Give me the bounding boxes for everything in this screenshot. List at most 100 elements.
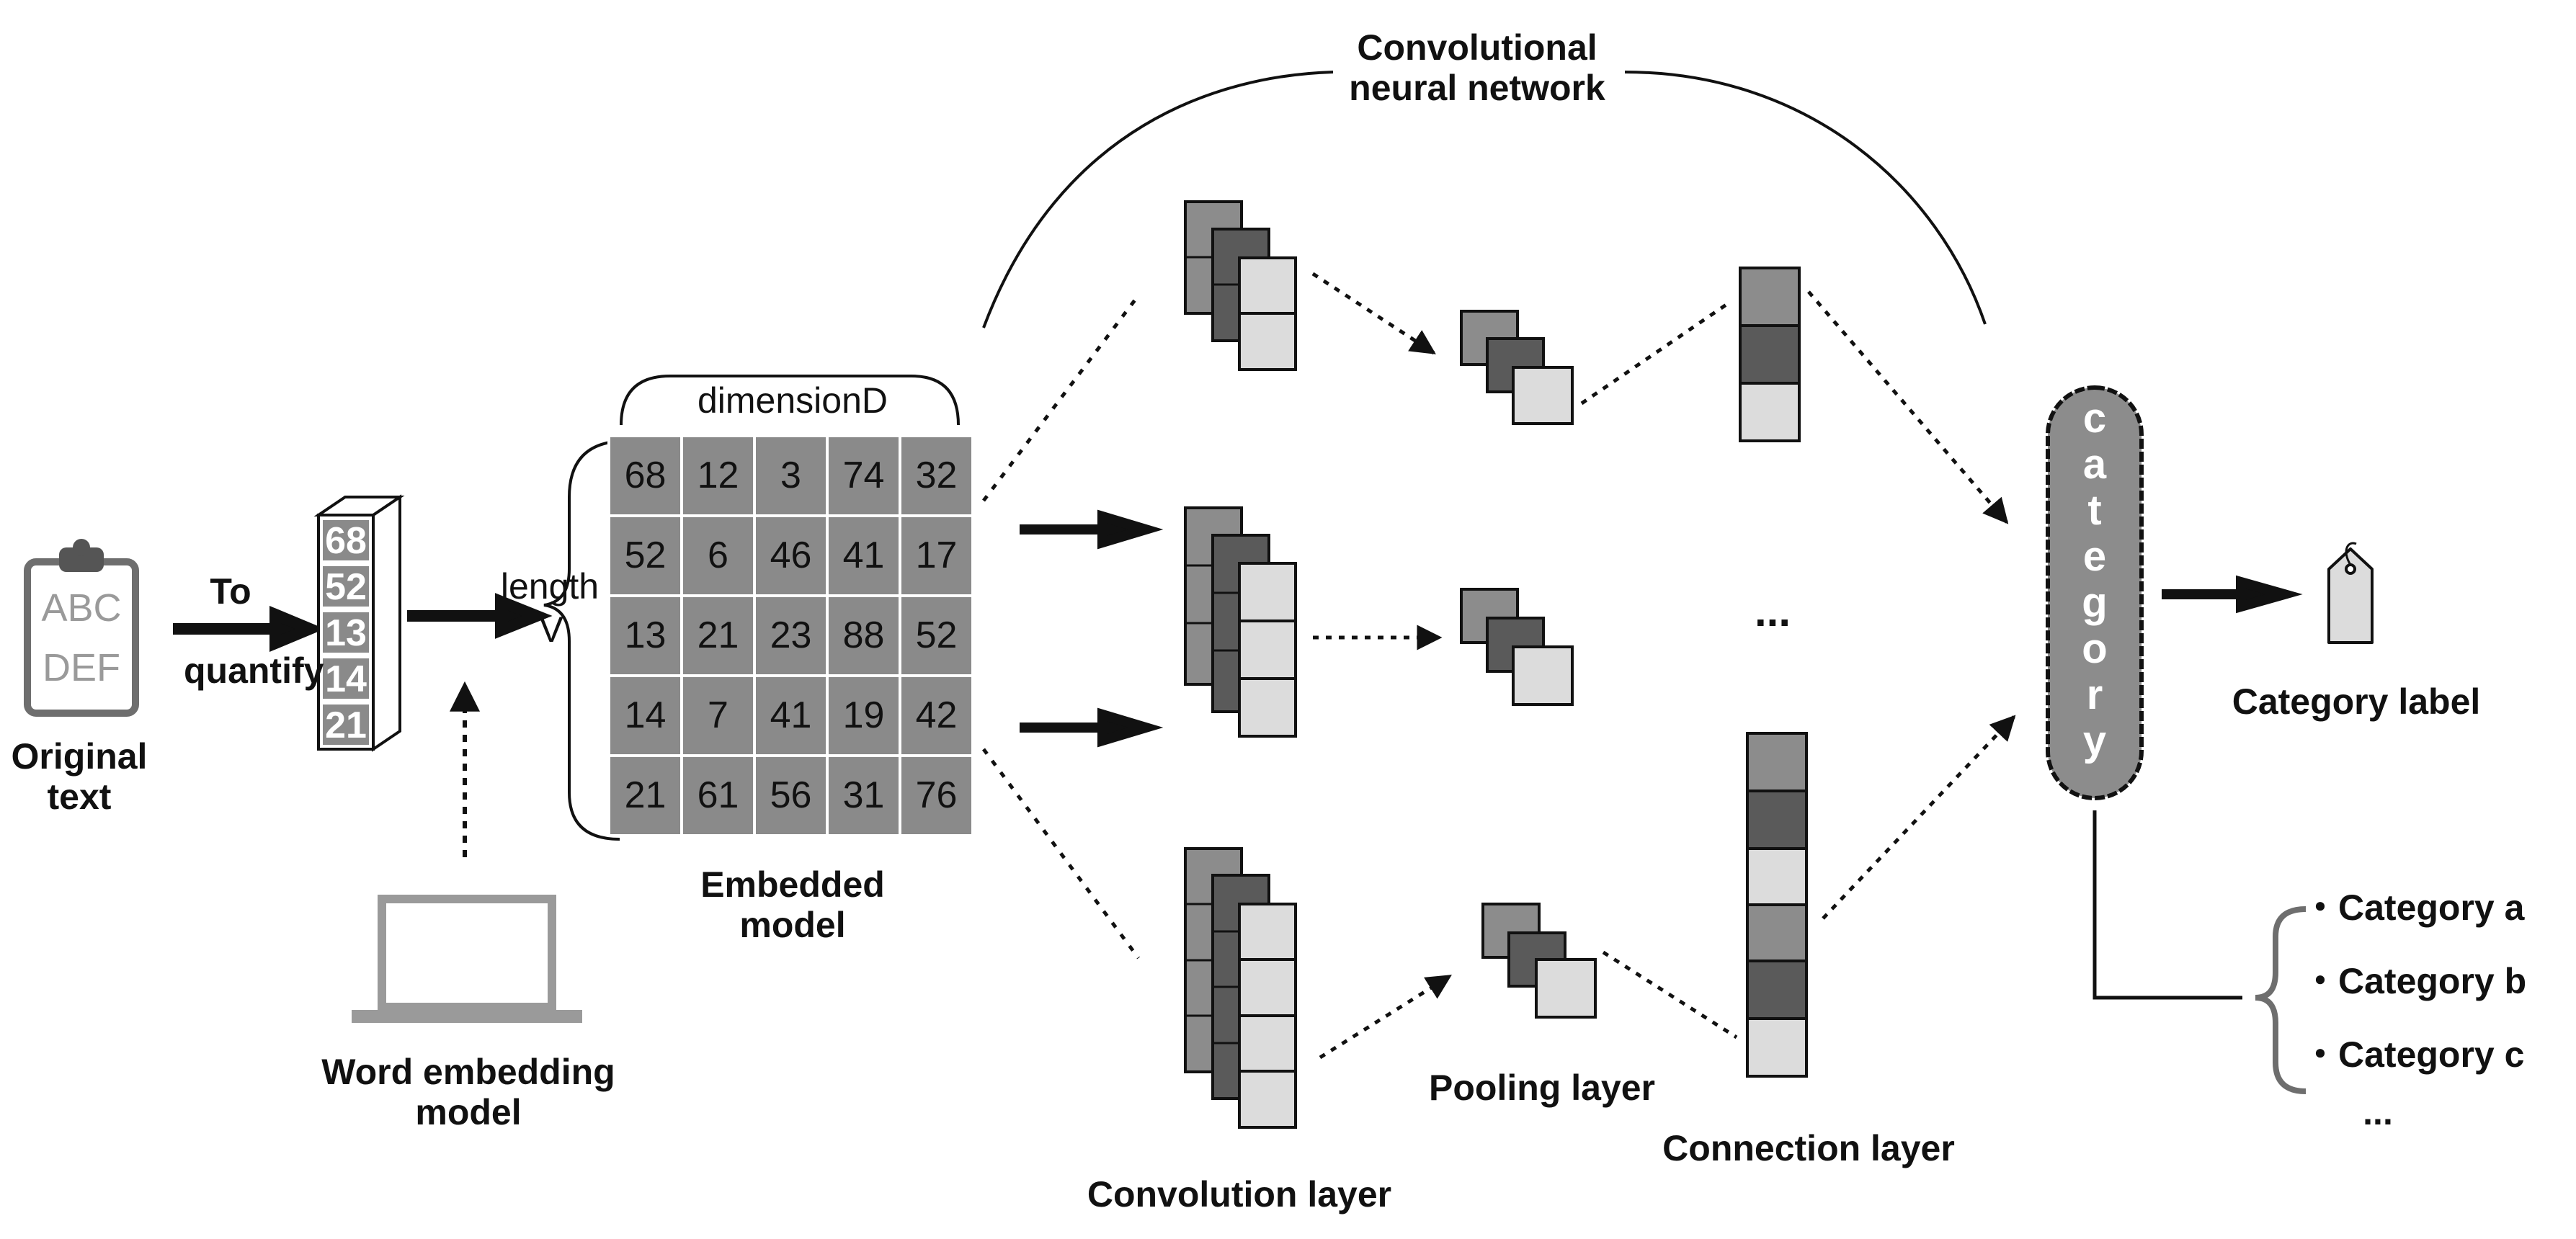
matrix-cell: [680, 754, 756, 837]
matrix-cell: [753, 674, 829, 757]
word-embedding-model-label: Word embedding model: [321, 1052, 615, 1132]
cnn-title: Convolutional neural network: [1349, 27, 1605, 108]
arrow-category-label: [2162, 575, 2303, 614]
doc-line-2: DEF: [43, 646, 120, 689]
conv-stack-top: [1184, 200, 1297, 371]
conv-stack-middle: [1184, 506, 1297, 738]
category-letter: e: [2083, 533, 2106, 580]
matrix-value: 61: [698, 774, 739, 816]
matrix-cell: [607, 434, 683, 517]
connection-layer-label: Connection layer: [1662, 1128, 1955, 1168]
dotted-link-conn-1: [1580, 300, 1731, 406]
matrix-value: 74: [843, 455, 885, 496]
dotted-arrow-pool-3: [1319, 974, 1452, 1060]
vector-cell: [323, 520, 369, 560]
ellipsis-middle: ...: [1754, 587, 1791, 635]
vector-value: 21: [325, 705, 367, 746]
categories-ellipsis: ...: [2363, 1092, 2393, 1132]
category-letter: r: [2087, 671, 2103, 718]
vector-value: 13: [325, 612, 367, 654]
length-label: length: [500, 566, 600, 607]
matrix-value: 88: [843, 614, 885, 656]
category-list-connector: [2093, 810, 2242, 1000]
matrix-value: 52: [916, 614, 958, 656]
matrix-cell: [607, 754, 683, 837]
pool-stack-top: [1460, 310, 1574, 425]
matrix-value: 41: [843, 534, 885, 576]
original-text-label: Original text: [11, 736, 148, 817]
dotted-arrow-pool-1: [1311, 272, 1436, 355]
tag-icon: [2327, 542, 2374, 644]
category-list-brace: [2255, 906, 2307, 1094]
matrix-value: 17: [916, 534, 958, 576]
matrix-cell: [680, 434, 756, 517]
matrix-value: 76: [916, 774, 958, 816]
convolution-layer-label: Convolution layer: [1087, 1174, 1392, 1215]
dimension-brace: [620, 375, 960, 426]
matrix-value: 19: [843, 694, 885, 736]
matrix-value: 12: [698, 455, 739, 496]
matrix-cell: [899, 594, 974, 677]
connection-column-bottom: [1746, 732, 1808, 1078]
matrix-cell: [826, 674, 901, 757]
matrix-value: 7: [708, 694, 728, 736]
matrix-cell: [899, 754, 974, 837]
matrix-value: 32: [916, 455, 958, 496]
category-letter: c: [2083, 395, 2106, 442]
pool-stack-middle: [1460, 588, 1574, 706]
vector-value: 14: [325, 658, 367, 700]
matrix-cell: [753, 434, 829, 517]
category-letter: a: [2083, 441, 2107, 488]
matrix-value: 52: [625, 534, 667, 576]
dotted-link-bottom: [981, 748, 1141, 960]
matrix-value: 46: [770, 534, 812, 576]
pool-stack-bottom: [1481, 903, 1597, 1019]
vector-cell: [323, 612, 369, 653]
cnn-arc: [982, 71, 1987, 328]
matrix-cell: [826, 754, 901, 837]
category-list-item: ・Category c: [2302, 1034, 2525, 1075]
dotted-arrow-category-2: [1822, 715, 2016, 920]
arrow-conv-2: [1020, 707, 1164, 748]
vector-cell: [323, 566, 369, 607]
matrix-value: 21: [625, 774, 667, 816]
matrix-value: 13: [625, 614, 667, 656]
vector-cell: [323, 705, 369, 745]
doc-line-1: ABC: [41, 586, 121, 630]
to-quantify-label: To quantify: [184, 571, 324, 691]
matrix-value: 68: [625, 455, 667, 496]
clipboard-document-icon: ABC DEF: [24, 539, 139, 717]
laptop-icon: [352, 895, 582, 1023]
length-symbol: V: [539, 609, 563, 650]
to-quantify-label-top: To quantify: [184, 552, 324, 710]
category-letter: y: [2083, 717, 2106, 764]
matrix-value: 3: [780, 455, 801, 496]
dimension-label: dimensionD: [697, 380, 888, 421]
embedded-model-label: Embedded model: [700, 864, 885, 945]
matrix-cell: [899, 514, 974, 597]
category-label-caption: Category label: [2232, 681, 2481, 722]
matrix-value: 56: [770, 774, 812, 816]
matrix-cell: [826, 514, 901, 597]
connection-column-top: [1739, 267, 1801, 442]
vector-value: 52: [325, 566, 367, 608]
matrix-value: 6: [708, 534, 728, 576]
length-brace: [543, 439, 628, 841]
matrix-value: 21: [698, 614, 739, 656]
arrow-conv-1: [1020, 509, 1164, 550]
category-letter: t: [2087, 487, 2101, 534]
conv-stack-bottom: [1184, 847, 1297, 1129]
vector-value: 68: [325, 520, 367, 562]
category-list-item: ・Category b: [2302, 961, 2527, 1001]
pooling-layer-label: Pooling layer: [1429, 1068, 1655, 1108]
matrix-cell: [753, 754, 829, 837]
category-list-item: ・Category a: [2302, 887, 2525, 928]
arrow-embedding: [407, 593, 553, 639]
category-letter: g: [2082, 579, 2107, 626]
dotted-arrow-category-1: [1807, 290, 2009, 524]
matrix-value: 42: [916, 694, 958, 736]
